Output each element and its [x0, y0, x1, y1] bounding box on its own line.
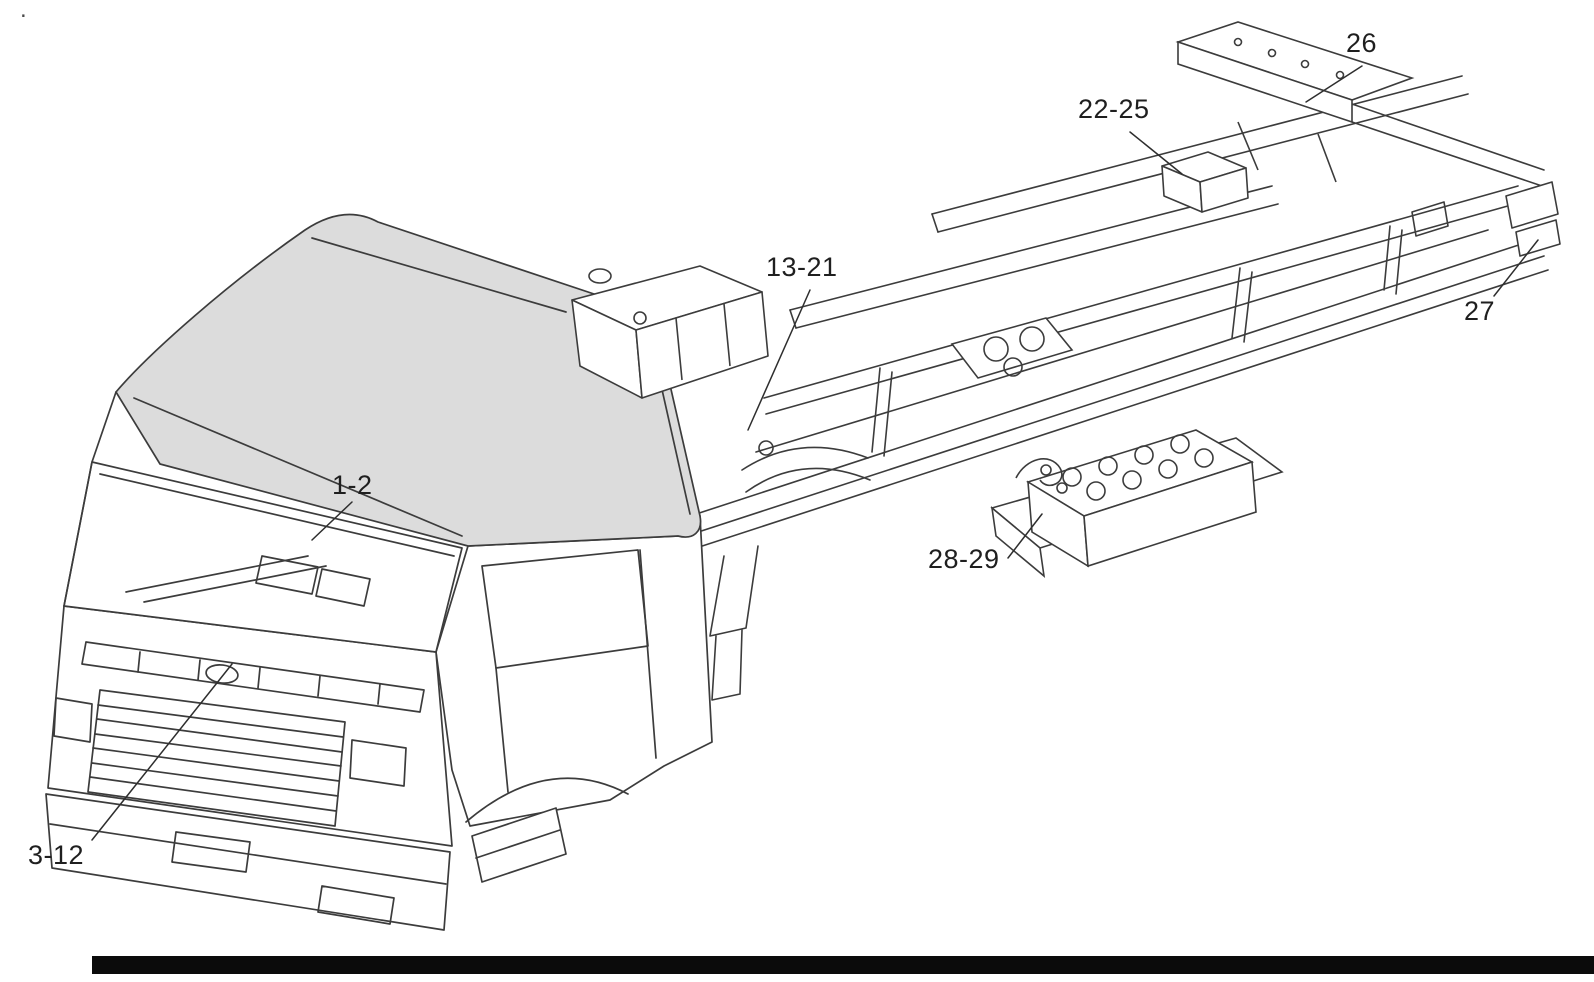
- rear-crossmember-front: [1177, 40, 1353, 124]
- frame-plate-with-holes: [950, 317, 1074, 379]
- frame-rear-rail-top: [1351, 103, 1545, 171]
- frame-top-bar-upper: [931, 75, 1463, 215]
- cab-step: [471, 807, 567, 883]
- grille-frame: [87, 689, 346, 827]
- frame-end-plate-lower: [1515, 219, 1561, 257]
- callout-label-13-21: 13-21: [766, 252, 838, 282]
- frame-top-bar-endcap: [931, 213, 939, 233]
- battery-cap: [1194, 448, 1214, 468]
- frame-rail-far-top: [763, 185, 1519, 399]
- battery-cap: [1170, 434, 1190, 454]
- callout-label-27: 27: [1464, 296, 1496, 326]
- cowl-vent-ticks: [137, 651, 381, 705]
- battery-cap: [1134, 445, 1154, 465]
- frame-mid-bar-lower: [795, 203, 1279, 329]
- fuel-tank: [571, 265, 769, 399]
- frame-bracket-small: [1411, 201, 1449, 237]
- frame-inner-line: [755, 229, 1489, 453]
- frame-rear-rail-bottom: [1351, 121, 1549, 189]
- leader-26: [1305, 65, 1363, 103]
- leader-1-2: [311, 501, 353, 541]
- fuel-tank-straps: [675, 303, 731, 381]
- fuel-tank-side: [635, 291, 769, 399]
- wiper-blades: [125, 555, 327, 603]
- battery-cap: [1098, 456, 1118, 476]
- corner-mark: .: [20, 0, 27, 23]
- rear-crossmember: [1175, 21, 1415, 183]
- rear-crossmember-strut-1: [1237, 121, 1259, 171]
- grille-slats: [89, 704, 344, 812]
- frame-rail-near-flange: [689, 269, 1549, 551]
- crossmember-bolt-2: [1267, 48, 1277, 58]
- bracket-22-25-side: [1199, 167, 1249, 213]
- wheel-arch: [465, 777, 629, 823]
- battery-cap: [1122, 470, 1142, 490]
- cab: [45, 213, 713, 931]
- leader-13-21: [747, 289, 811, 431]
- battery-tray-front: [990, 506, 1046, 578]
- callout-label-28-29: 28-29: [928, 544, 1000, 574]
- headlight-right: [349, 739, 407, 787]
- brand-emblem: [205, 664, 239, 684]
- leader-lines: [91, 65, 1539, 841]
- rear-crossmember-strut-2: [1317, 133, 1337, 183]
- dash-vent-2: [315, 568, 371, 607]
- battery-cap: [1158, 459, 1178, 479]
- callout-label-26: 26: [1346, 28, 1378, 58]
- fuel-tank-fitting: [633, 311, 647, 325]
- bumper-step: [317, 885, 395, 925]
- cab-step-line: [475, 829, 561, 859]
- plate-outline: [950, 317, 1074, 379]
- crossmember-2: [1231, 267, 1253, 343]
- cab-left-edge: [63, 391, 117, 607]
- headlight-left: [53, 697, 93, 743]
- fuel-filler-cap: [588, 268, 612, 284]
- leader-27: [1493, 239, 1539, 297]
- cowl-vent: [81, 641, 425, 713]
- plate-hole-3: [1003, 357, 1023, 377]
- chassis-frame: [683, 75, 1561, 701]
- callout-label-3-12: 3-12: [28, 840, 85, 870]
- footer-bar: [92, 956, 1594, 974]
- battery-terminal-2: [1056, 482, 1068, 494]
- door-lower-line: [495, 667, 509, 793]
- callout-label-22-25: 22-25: [1078, 94, 1150, 124]
- leader-22-25: [1129, 131, 1183, 175]
- battery-cap: [1062, 467, 1082, 487]
- crossmember-bolt-1: [1233, 37, 1243, 47]
- leader-3-12: [91, 663, 233, 841]
- callout-label-1-2: 1-2: [332, 470, 373, 500]
- license-plate: [171, 831, 251, 873]
- crossmember-bolt-4: [1335, 70, 1345, 80]
- front-crossmember-curve: [741, 446, 871, 493]
- battery-box: [990, 429, 1284, 578]
- crossmember-3: [1383, 225, 1403, 295]
- cab-roof: [115, 213, 702, 547]
- frame-hole: [758, 440, 774, 456]
- frame-end-plate-upper: [1505, 181, 1559, 229]
- frame-rail-near-bottom: [685, 255, 1545, 537]
- crossmember-bolt-3: [1300, 59, 1310, 69]
- battery-terminal-1: [1040, 464, 1052, 476]
- battery-cap: [1086, 481, 1106, 501]
- roof-front-inner: [133, 397, 463, 537]
- frame-hangers: [709, 545, 759, 701]
- leader-28-29: [1007, 513, 1043, 559]
- roof-crease: [311, 237, 567, 313]
- plate-hole-2: [1019, 326, 1045, 352]
- door-edge: [639, 549, 657, 759]
- battery-side: [1083, 460, 1257, 568]
- windshield-inner: [99, 473, 455, 557]
- plate-hole-1: [983, 336, 1009, 362]
- battery-cable: [1015, 458, 1063, 486]
- crossmember-1: [871, 367, 893, 457]
- dash-vent-1: [255, 555, 319, 595]
- cab-side-panel: [435, 515, 713, 827]
